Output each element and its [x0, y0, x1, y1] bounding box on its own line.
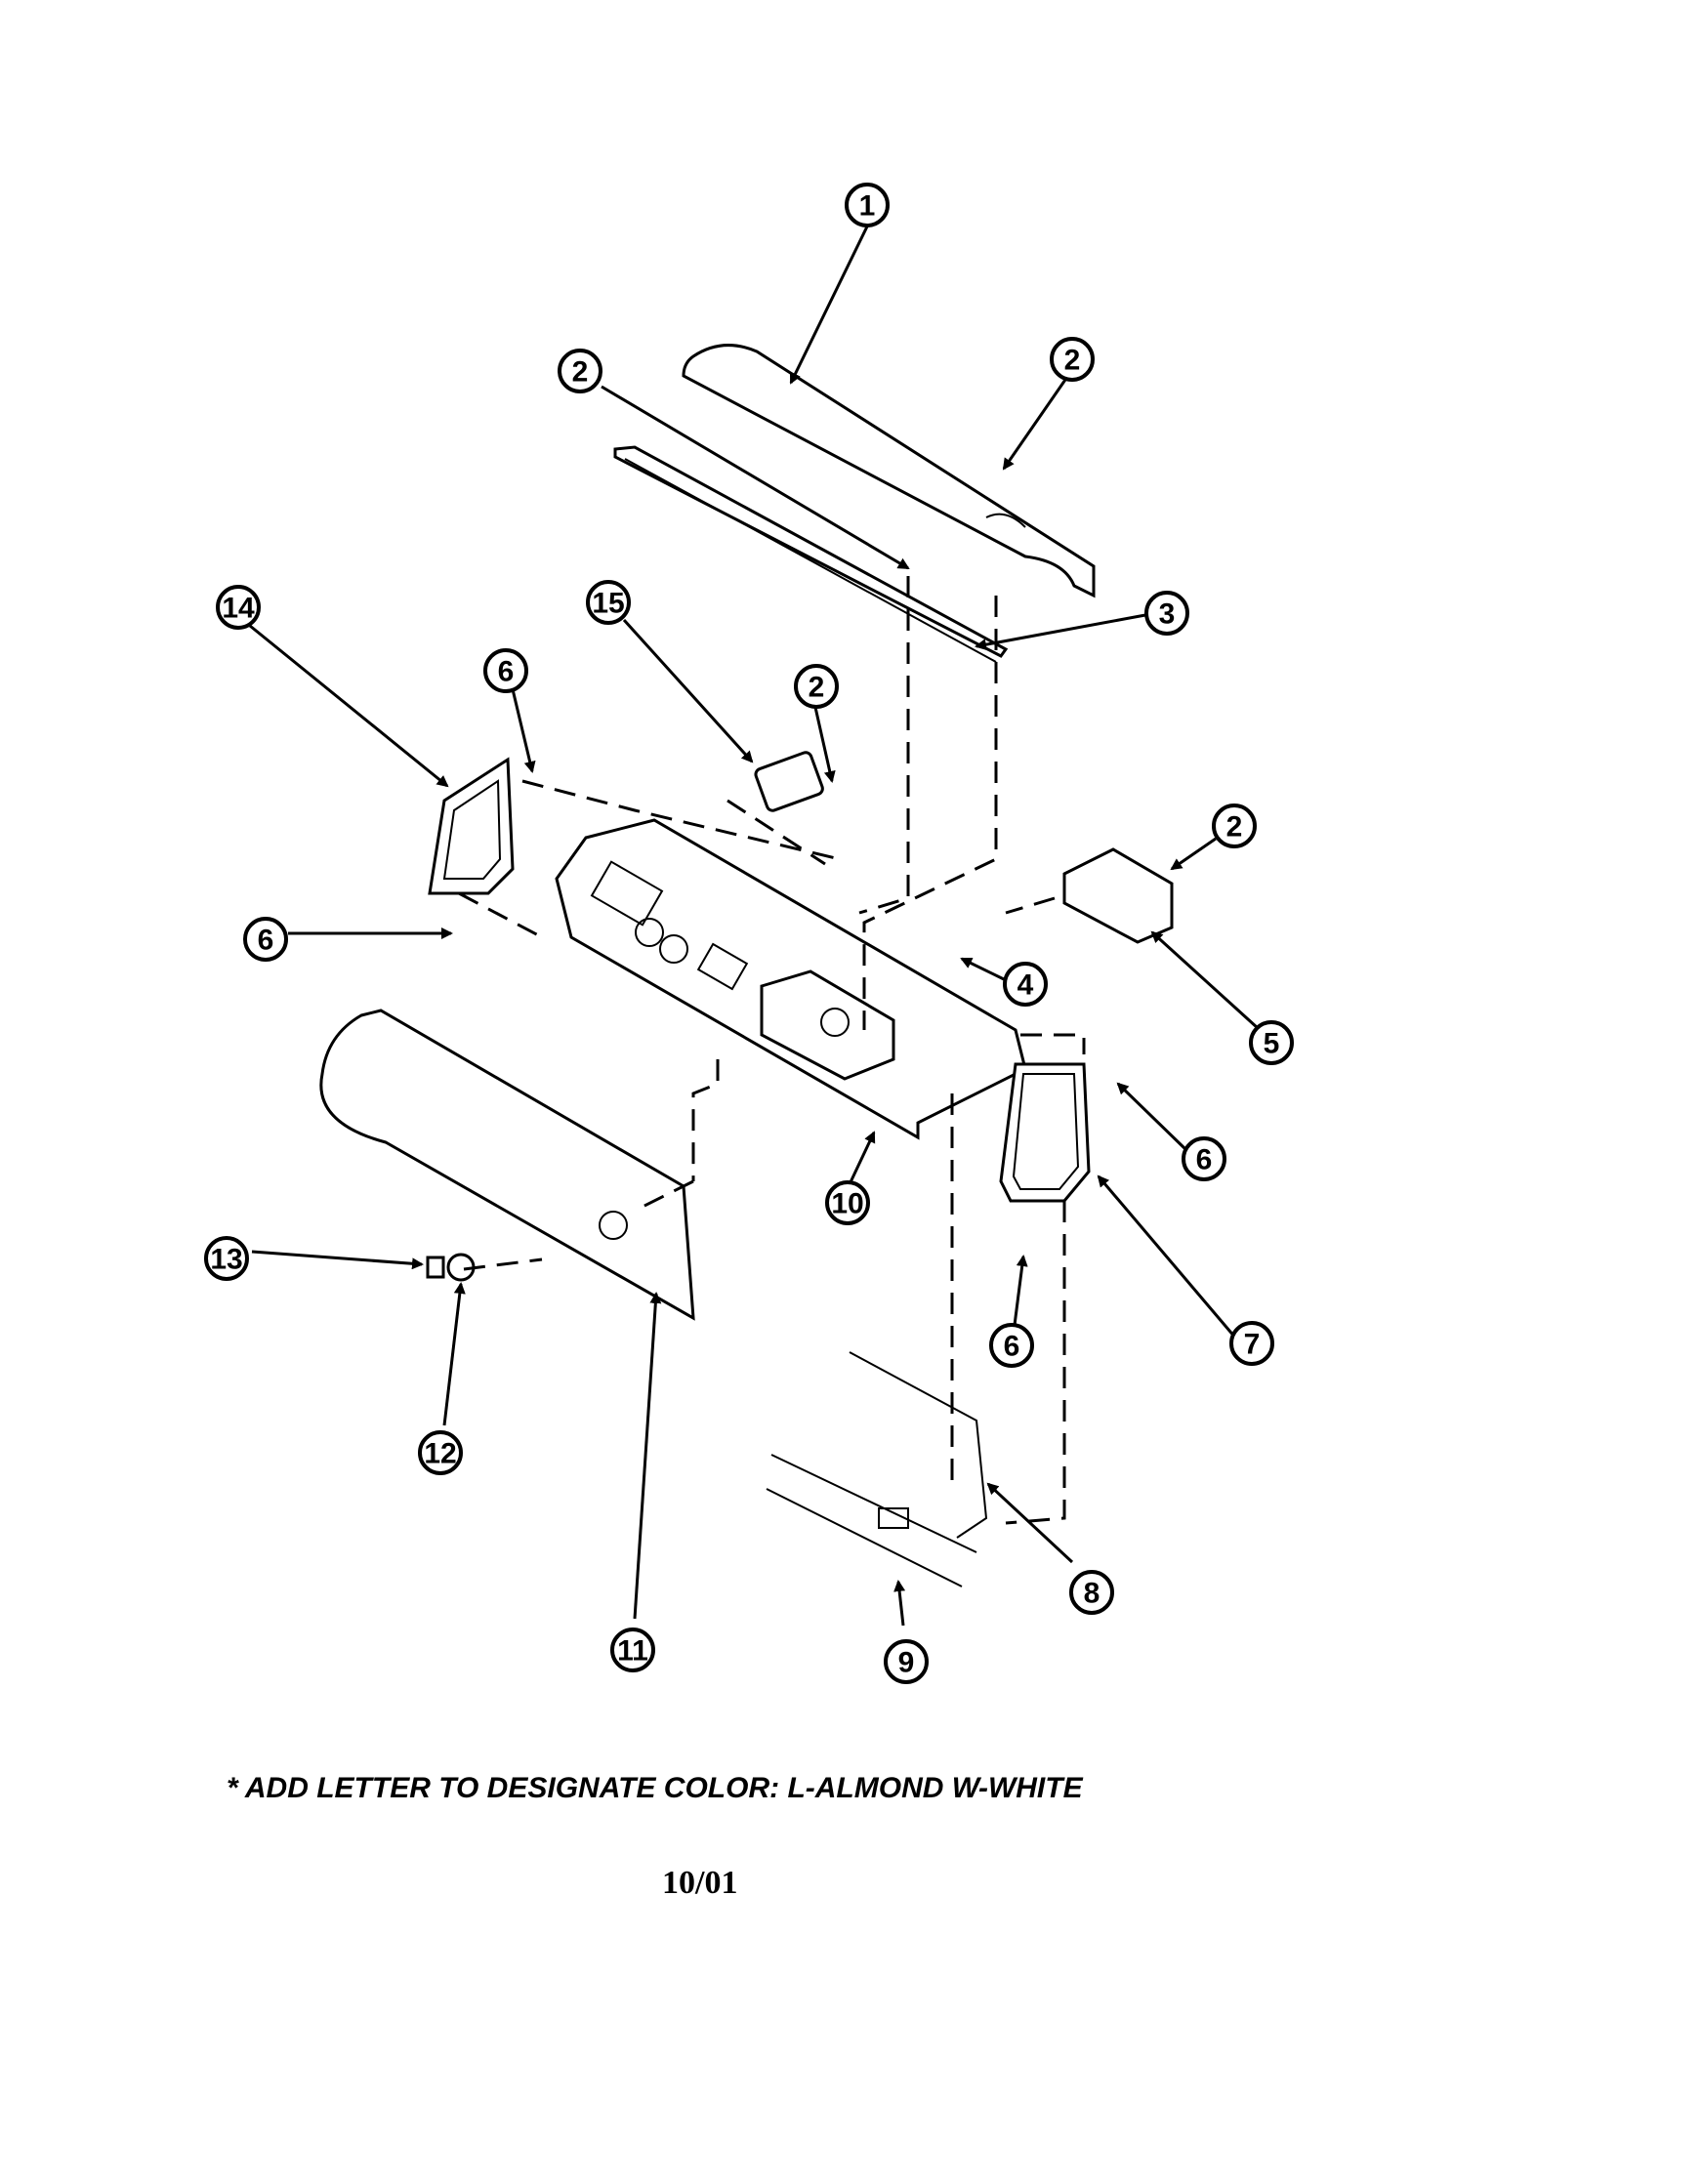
svg-text:6: 6	[1196, 1144, 1213, 1176]
svg-text:8: 8	[1084, 1578, 1100, 1610]
callout-6a: 6	[483, 648, 528, 693]
svg-text:2: 2	[1226, 811, 1243, 844]
svg-text:10: 10	[831, 1188, 863, 1220]
part-trim-strip	[613, 445, 1009, 663]
callout-10: 10	[825, 1180, 870, 1225]
part-top-cover	[682, 344, 1096, 598]
callout-11: 11	[610, 1628, 655, 1672]
svg-text:2: 2	[1064, 345, 1081, 377]
callout-6b: 6	[243, 917, 288, 962]
exploded-parts-diagram: 1 2 2 3 14 15 6 2 2 6 4 5 10 6 13 7 6 11…	[204, 183, 1294, 1684]
callout-14: 14	[216, 585, 261, 630]
svg-text:3: 3	[1159, 598, 1176, 631]
svg-text:7: 7	[1244, 1329, 1261, 1361]
callout-5: 5	[1249, 1020, 1294, 1065]
svg-text:4: 4	[1017, 969, 1034, 1002]
callout-1: 1	[845, 183, 890, 227]
part-5-timer	[1062, 847, 1174, 944]
svg-text:6: 6	[498, 656, 515, 688]
callout-4: 4	[1003, 962, 1048, 1007]
callout-3: 3	[1144, 591, 1189, 636]
callout-2c: 2	[794, 664, 839, 709]
assembly-lines	[458, 576, 1086, 1525]
revision-date: 10/01	[662, 1865, 738, 1901]
svg-text:6: 6	[258, 925, 274, 957]
part-front-panel	[319, 1009, 695, 1321]
svg-text:15: 15	[592, 588, 624, 620]
svg-text:1: 1	[859, 190, 876, 223]
callout-2a: 2	[558, 349, 602, 393]
color-designation-note: * ADD LETTER TO DESIGNATE COLOR: L-ALMON…	[227, 1772, 1083, 1804]
callout-6c: 6	[1182, 1136, 1226, 1181]
svg-text:12: 12	[424, 1438, 456, 1470]
part-8-bracket	[766, 1351, 988, 1587]
leader-lines	[249, 226, 1260, 1627]
svg-text:9: 9	[898, 1647, 915, 1679]
callout-7: 7	[1229, 1321, 1274, 1366]
svg-text:11: 11	[617, 1635, 648, 1668]
svg-text:13: 13	[210, 1244, 242, 1276]
svg-text:2: 2	[572, 356, 589, 389]
callout-6d: 6	[989, 1323, 1034, 1368]
part-right-end-cap	[999, 1062, 1091, 1203]
svg-text:14: 14	[222, 593, 255, 625]
part-console	[555, 818, 1027, 1140]
callout-2d: 2	[1212, 804, 1257, 848]
callout-12: 12	[418, 1430, 463, 1475]
part-15-switch	[754, 751, 824, 812]
part-13-clip	[426, 1256, 445, 1279]
svg-text:6: 6	[1004, 1331, 1020, 1363]
callout-9: 9	[884, 1639, 929, 1684]
part-left-end-cap	[428, 757, 515, 895]
callout-8: 8	[1069, 1570, 1114, 1615]
svg-text:5: 5	[1264, 1028, 1280, 1060]
callout-2b: 2	[1050, 337, 1095, 382]
svg-text:2: 2	[809, 672, 825, 704]
callout-15: 15	[586, 580, 631, 625]
callout-13: 13	[204, 1236, 249, 1281]
